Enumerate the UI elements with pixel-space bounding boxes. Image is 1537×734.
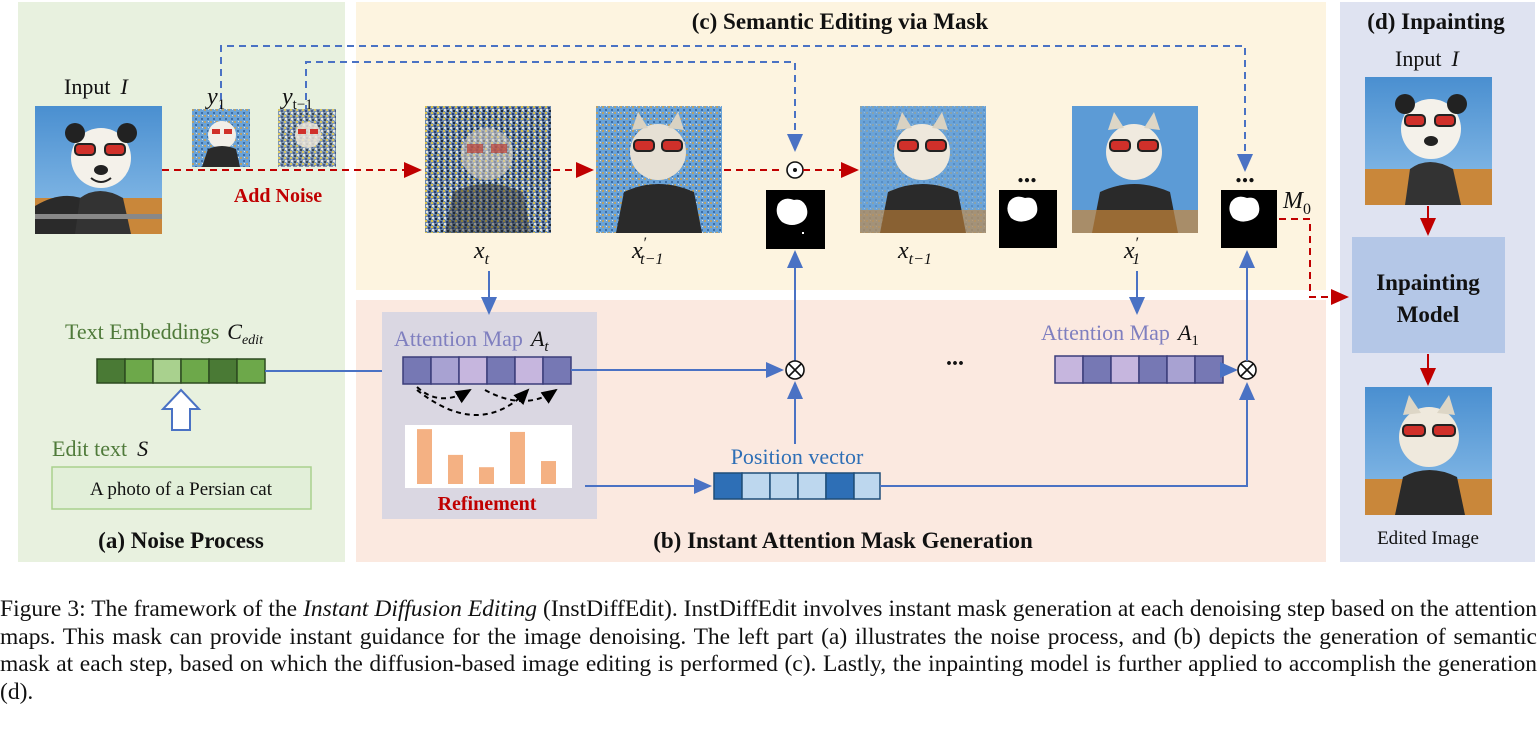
mask-image-m0: [1221, 190, 1277, 248]
refinement-label: Refinement: [438, 493, 537, 515]
refinement-bar: [541, 461, 556, 484]
caption-prefix: Figure 3: The framework of the: [0, 596, 303, 622]
y1-thumbnail: [192, 109, 250, 167]
panel-d-title: (d) Inpainting: [1367, 9, 1505, 34]
attention-map-1-vector: [1055, 356, 1223, 383]
xt1-image: [860, 106, 986, 233]
xt1-prime-image: [596, 106, 722, 233]
framework-diagram: (c) Semantic Editing via Mask (d) Inpain…: [0, 0, 1537, 575]
caption-method-name: Instant Diffusion Editing: [303, 596, 537, 622]
refinement-bar: [417, 429, 432, 484]
inpainting-model-box: [1352, 237, 1505, 353]
figure-caption: Figure 3: The framework of the Instant D…: [0, 596, 1537, 706]
inpainting-model-line2: Model: [1397, 302, 1460, 327]
panel-a-title: (a) Noise Process: [98, 528, 264, 553]
panel-c-title: (c) Semantic Editing via Mask: [692, 9, 989, 34]
input-panda-image: [35, 106, 162, 234]
yt1-thumbnail: [278, 109, 336, 167]
position-vector: [714, 473, 880, 499]
edited-image: [1365, 387, 1492, 515]
inpaint-input-image: [1365, 77, 1492, 205]
add-noise-label: Add Noise: [234, 185, 322, 207]
ellipsis-b: ...: [946, 345, 964, 371]
xt-noisy-image: [425, 106, 551, 233]
refinement-bar: [448, 455, 463, 484]
mask-image-t: [766, 190, 825, 249]
x1-prime-label: x′1: [1123, 235, 1140, 268]
edited-image-label: Edited Image: [1377, 528, 1479, 549]
x1-prime-image: [1072, 106, 1198, 233]
mask-image-t1: [999, 190, 1057, 248]
panel-b-title: (b) Instant Attention Mask Generation: [653, 528, 1033, 553]
refinement-bar: [479, 467, 494, 484]
attention-map-t-vector: [403, 357, 571, 384]
refinement-bar: [510, 432, 525, 484]
ellipsis-c-2: ...: [1235, 159, 1255, 188]
position-vector-label: Position vector: [731, 444, 864, 469]
text-embedding-vector: [97, 359, 265, 383]
inpainting-model-line1: Inpainting: [1376, 270, 1480, 295]
prompt-text: A photo of a Persian cat: [90, 479, 273, 500]
ellipsis-c-1: ...: [1017, 159, 1037, 188]
odot-dot-1: [793, 168, 797, 172]
